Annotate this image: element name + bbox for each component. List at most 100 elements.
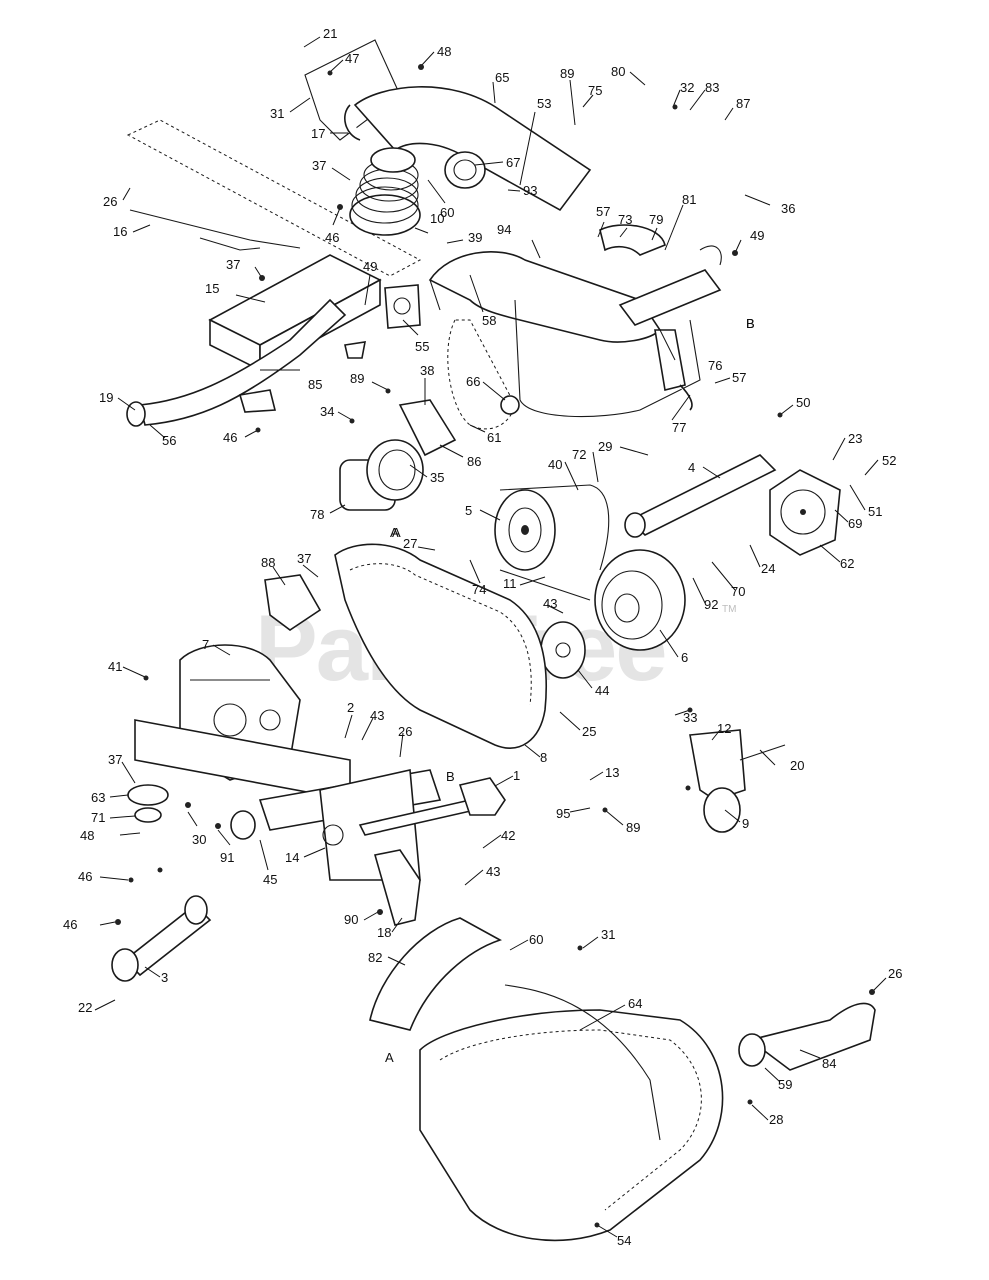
callout-label: 37	[312, 158, 326, 173]
callout-label: 78	[310, 507, 324, 522]
callout-label: 43	[486, 864, 500, 879]
zone-letter-b: B	[446, 769, 455, 784]
callout-label: 86	[467, 454, 481, 469]
callout-label: 39	[468, 230, 482, 245]
callout-label: 89	[626, 820, 640, 835]
callout-label: 50	[796, 395, 810, 410]
callout-label: 26	[103, 194, 117, 209]
callout-label: 48	[437, 44, 451, 59]
callout-label: 48	[80, 828, 94, 843]
callout-label: 95	[556, 806, 570, 821]
callout-label: 28	[769, 1112, 783, 1127]
callout-label: 54	[617, 1233, 631, 1248]
callout-label: 19	[99, 390, 113, 405]
belt-64-inner	[504, 984, 661, 1141]
callout-label: 65	[495, 70, 509, 85]
auger-housing-58	[428, 251, 701, 418]
zone-letter-a: A	[390, 525, 399, 540]
callout-label: 13	[605, 765, 619, 780]
hub-44	[540, 621, 586, 679]
callout-label: 3	[161, 970, 168, 985]
callout-label: 88	[261, 555, 275, 570]
callout-label: 35	[430, 470, 444, 485]
callout-label: 32	[680, 80, 694, 95]
callout-label: 18	[377, 925, 391, 940]
watermark-tm: TM	[722, 604, 736, 615]
housing-8	[334, 543, 548, 749]
callout-label: 26	[398, 724, 412, 739]
impeller-62	[769, 469, 841, 556]
callout-label: 34	[320, 404, 334, 419]
chute-84	[738, 1002, 876, 1071]
callout-label: 12	[717, 721, 731, 736]
callout-label: 84	[822, 1056, 836, 1071]
callout-label: 52	[882, 453, 896, 468]
callout-label: 42	[501, 828, 515, 843]
callout-label: 93	[523, 183, 537, 198]
callout-label: 37	[297, 551, 311, 566]
callout-label: 16	[113, 224, 127, 239]
bracket-1	[458, 777, 506, 816]
callout-label: 31	[270, 106, 284, 121]
belt-cover-64	[419, 1009, 724, 1242]
callout-label: 23	[848, 431, 862, 446]
callout-label: 57	[732, 370, 746, 385]
callout-label: 30	[192, 832, 206, 847]
hub-45	[230, 810, 256, 840]
u-joint-3	[111, 895, 212, 982]
callout-label: 25	[582, 724, 596, 739]
callout-label: 41	[108, 659, 122, 674]
callout-label: 2	[347, 700, 354, 715]
callout-label: 53	[537, 96, 551, 111]
callout-label: 82	[368, 950, 382, 965]
callout-label: 20	[790, 758, 804, 773]
tube-73	[599, 224, 666, 256]
tube-77	[654, 329, 693, 411]
callout-label: 21	[323, 26, 337, 41]
shaft-4	[624, 454, 777, 538]
callout-label: 77	[672, 420, 686, 435]
chute-bracket-16	[126, 119, 422, 277]
pulley-6	[594, 549, 686, 651]
callout-label: 60	[440, 205, 454, 220]
callout-label: 90	[344, 912, 358, 927]
callout-label: 63	[91, 790, 105, 805]
bracket-12	[689, 729, 786, 833]
callout-label: 43	[543, 596, 557, 611]
callout-label: 72	[572, 447, 586, 462]
callout-label: 26	[888, 966, 902, 981]
chain-61	[447, 319, 520, 430]
callout-label: 81	[682, 192, 696, 207]
callout-label: 60	[529, 932, 543, 947]
zone-letter-a: A	[385, 1050, 394, 1065]
callout-label: 31	[601, 927, 615, 942]
callout-label: 66	[466, 374, 480, 389]
callout-label: 46	[223, 430, 237, 445]
callout-label: 11	[503, 576, 517, 591]
belt-11	[499, 484, 610, 601]
callout-label: 56	[162, 433, 176, 448]
callout-label: 57	[596, 204, 610, 219]
callout-label: 85	[308, 377, 322, 392]
callout-label: 46	[325, 230, 339, 245]
callout-label: 37	[108, 752, 122, 767]
callout-label: 17	[311, 126, 325, 141]
callout-label: 58	[482, 313, 496, 328]
callout-label: 22	[78, 1000, 92, 1015]
callout-label: 7	[202, 637, 209, 652]
callout-label: 80	[611, 64, 625, 79]
arm-85	[126, 298, 366, 427]
callout-label: 89	[560, 66, 574, 81]
callout-label: 67	[506, 155, 520, 170]
callout-label: 94	[497, 222, 511, 237]
callout-label: 33	[683, 710, 697, 725]
callout-label: 46	[78, 869, 92, 884]
callout-label: 14	[285, 850, 299, 865]
callout-label: 75	[588, 83, 602, 98]
callout-label: 61	[487, 430, 501, 445]
callout-label: 10	[430, 211, 444, 226]
callout-label: 6	[681, 650, 688, 665]
callout-label: 27	[403, 536, 417, 551]
callout-label: 55	[415, 339, 429, 354]
